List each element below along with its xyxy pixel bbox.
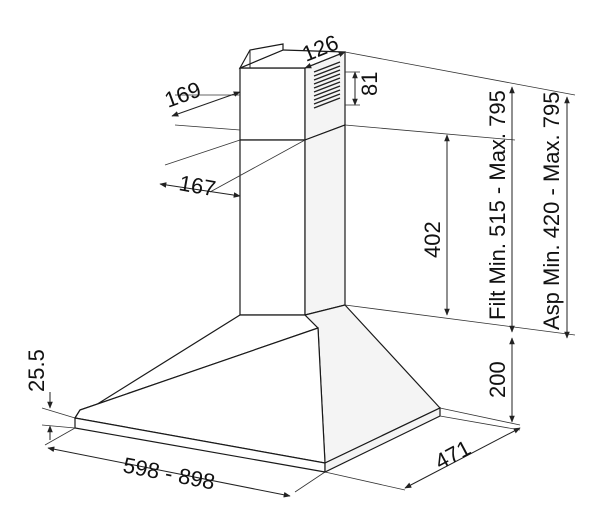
label-hood-depth: 471 bbox=[431, 435, 475, 474]
chimney-lower-side bbox=[304, 124, 346, 316]
dim-chimney-width-line bbox=[171, 91, 241, 117]
label-chimney-depth: 167 bbox=[177, 170, 218, 201]
dim-chimney-depth-line bbox=[159, 182, 241, 198]
hood-body bbox=[74, 43, 441, 473]
dimension-lines bbox=[47, 51, 570, 498]
label-vent-height: 81 bbox=[357, 72, 382, 96]
label-hood-width-range: 598 - 898 bbox=[121, 452, 217, 494]
chimney-upper-front bbox=[239, 67, 306, 141]
chimney-lower-front bbox=[239, 139, 306, 316]
dim-top-depth-line bbox=[304, 51, 346, 69]
label-aspiration-range: Asp Min. 420 - Max. 795 bbox=[539, 92, 564, 330]
label-filter-range: Filt Min. 515 - Max. 795 bbox=[485, 90, 510, 320]
dim-hood-width-line bbox=[47, 446, 291, 498]
dim-hood-depth-line bbox=[404, 427, 521, 489]
label-edge-thickness: 25.5 bbox=[24, 349, 49, 392]
label-hood-height: 200 bbox=[485, 361, 510, 398]
canopy-side bbox=[303, 304, 441, 464]
label-chimney-height: 402 bbox=[420, 221, 445, 258]
top-bracket bbox=[238, 43, 284, 70]
